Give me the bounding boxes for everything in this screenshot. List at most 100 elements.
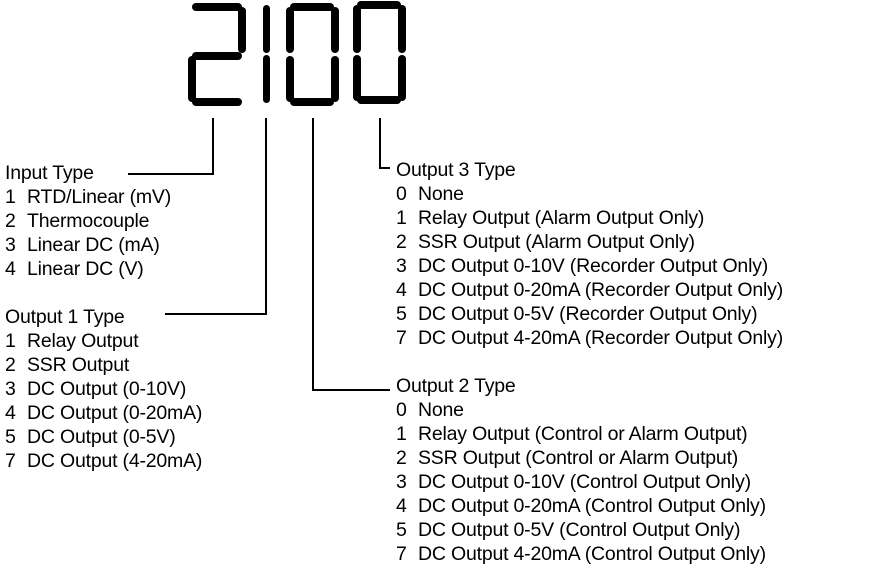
- list-item: 0 None: [396, 182, 783, 206]
- item-code: 5: [396, 303, 407, 325]
- item-code: 3: [396, 255, 407, 277]
- item-label: DC Output 0-5V (Recorder Output Only): [418, 303, 758, 325]
- item-label: Relay Output: [27, 330, 139, 352]
- item-label: SSR Output (Alarm Output Only): [418, 231, 695, 253]
- list-item: 2 SSR Output (Control or Alarm Output): [396, 446, 766, 470]
- item-label: RTD/Linear (mV): [27, 186, 172, 208]
- segment: [192, 3, 242, 11]
- item-label: SSR Output: [27, 354, 130, 376]
- group-title: Output 2 Type: [396, 375, 516, 397]
- item-label: DC Output 0-20mA (Recorder Output Only): [418, 279, 784, 301]
- list-item: 2 SSR Output (Alarm Output Only): [396, 230, 783, 254]
- item-code: 2: [5, 210, 16, 232]
- list-item: 7 DC Output 4-20mA (Recorder Output Only): [396, 326, 783, 350]
- item-code: 3: [5, 234, 16, 256]
- segment: [331, 56, 339, 102]
- output2-type-group: Output 2 Type 0 None 1 Relay Output (Contr…: [396, 374, 766, 566]
- item-code: 7: [396, 543, 407, 565]
- group-title: Output 3 Type: [396, 159, 516, 181]
- item-code: 2: [5, 354, 16, 376]
- list-item: 3 DC Output 0-10V (Control Output Only): [396, 470, 766, 494]
- group-title: Output 1 Type: [5, 306, 125, 328]
- segment: [286, 56, 294, 102]
- segment: [238, 7, 246, 53]
- item-label: DC Output 0-10V (Control Output Only): [418, 471, 751, 493]
- item-code: 0: [396, 183, 407, 205]
- group-title: Input Type: [5, 162, 94, 184]
- item-code: 3: [396, 471, 407, 493]
- connector-output2: [312, 118, 390, 391]
- list-item: 4 DC Output 0-20mA (Control Output Only): [396, 494, 766, 518]
- item-code: 1: [396, 207, 407, 229]
- item-code: 2: [396, 231, 407, 253]
- list-item: 2 SSR Output: [5, 353, 202, 377]
- item-code: 0: [396, 399, 407, 421]
- item-code: 1: [5, 186, 16, 208]
- list-item: 1 RTD/Linear (mV): [5, 185, 171, 209]
- item-code: 2: [396, 447, 407, 469]
- item-label: DC Output 4-20mA (Control Output Only): [418, 543, 766, 565]
- segment: [188, 56, 196, 102]
- item-code: 7: [396, 327, 407, 349]
- segment: [353, 5, 361, 53]
- list-item: 1 Relay Output (Alarm Output Only): [396, 206, 783, 230]
- item-code: 4: [5, 258, 16, 280]
- item-label: DC Output (0-10V): [27, 378, 187, 400]
- output3-type-group: Output 3 Type 0 None 1 Relay Output (Alarm…: [396, 158, 783, 350]
- input-type-group: Input Type 1 RTD/Linear (mV) 2 Thermocoupl…: [5, 161, 171, 281]
- item-code: 1: [5, 330, 16, 352]
- segment: [357, 1, 401, 9]
- segment: [353, 55, 361, 101]
- item-label: None: [418, 183, 464, 205]
- list-item: 2 Thermocouple: [5, 209, 171, 233]
- item-code: 4: [5, 402, 16, 424]
- list-item: 0 None: [396, 398, 766, 422]
- segment: [192, 52, 242, 60]
- item-label: Linear DC (V): [27, 258, 144, 280]
- item-label: DC Output (0-20mA): [27, 402, 203, 424]
- item-label: DC Output (0-5V): [27, 426, 176, 448]
- item-label: Linear DC (mA): [27, 234, 160, 256]
- item-code: 4: [396, 495, 407, 517]
- list-item: 7 DC Output 4-20mA (Control Output Only): [396, 542, 766, 566]
- item-label: DC Output 4-20mA (Recorder Output Only): [418, 327, 784, 349]
- connector-output1: [165, 118, 267, 315]
- segment: [398, 5, 406, 53]
- list-item: 3 DC Output 0-10V (Recorder Output Only): [396, 254, 783, 278]
- item-label: DC Output (4-20mA): [27, 450, 203, 472]
- list-item: 1 Relay Output (Control or Alarm Output): [396, 422, 766, 446]
- item-label: Thermocouple: [27, 210, 150, 232]
- item-code: 4: [396, 279, 407, 301]
- segment: [357, 96, 401, 104]
- item-code: 5: [5, 426, 16, 448]
- list-item: 5 DC Output (0-5V): [5, 425, 202, 449]
- list-item: 3 Linear DC (mA): [5, 233, 171, 257]
- item-label: Relay Output (Control or Alarm Output): [418, 423, 748, 445]
- list-item: 1 Relay Output: [5, 329, 202, 353]
- list-item: 4 DC Output 0-20mA (Recorder Output Only): [396, 278, 783, 302]
- item-label: Relay Output (Alarm Output Only): [418, 207, 705, 229]
- segment: [290, 98, 334, 106]
- item-code: 3: [5, 378, 16, 400]
- segment: [263, 55, 270, 103]
- list-item: 4 Linear DC (V): [5, 257, 171, 281]
- item-code: 5: [396, 519, 407, 541]
- item-label: SSR Output (Control or Alarm Output): [418, 447, 739, 469]
- connector-output3: [379, 118, 390, 169]
- item-code: 1: [396, 423, 407, 445]
- list-item: 3 DC Output (0-10V): [5, 377, 202, 401]
- segment: [290, 3, 334, 11]
- connector-input: [128, 118, 214, 175]
- segment: [331, 7, 339, 53]
- item-label: DC Output 0-10V (Recorder Output Only): [418, 255, 769, 277]
- segment: [398, 55, 406, 101]
- segment: [263, 5, 270, 53]
- item-label: None: [418, 399, 464, 421]
- list-item: 5 DC Output 0-5V (Recorder Output Only): [396, 302, 783, 326]
- list-item: 4 DC Output (0-20mA): [5, 401, 202, 425]
- item-label: DC Output 0-20mA (Control Output Only): [418, 495, 766, 517]
